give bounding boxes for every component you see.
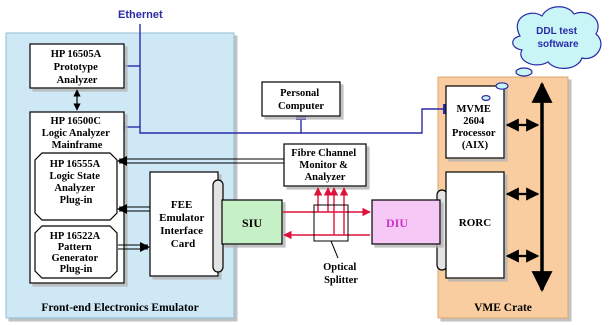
optical-splitter-pointer (330, 240, 339, 259)
optical-splitter-line2: Splitter (324, 275, 358, 286)
logic-state-line4: Plug-in (60, 195, 93, 206)
mvme-line1: MVME (456, 104, 490, 115)
mvme-line2: 2604 (463, 116, 485, 127)
fibre-monitor-line1: Fibre Channel (291, 148, 356, 159)
pattern-gen-to-fee-arrow (118, 242, 150, 252)
rorc-label: RORC (459, 217, 491, 229)
vme-crate-label: VME Crate (474, 302, 532, 314)
pc-line2: Computer (278, 101, 324, 112)
pattern-gen-line3: Generator (51, 253, 98, 264)
fibre-monitor-line2: Monitor & (299, 160, 348, 171)
fibre-monitor-line3: Analyzer (305, 172, 346, 183)
svg-text:FEE Emulator Interface: FEE Emulator Interface Card (159, 199, 207, 250)
pattern-generator-plugin-box (34, 225, 118, 279)
svg-text:Fibre Channel Monitor &: Fibre Channel Monitor & Analyzer (291, 148, 358, 183)
prototype-analyzer-line1: HP 16505A (51, 49, 102, 60)
pattern-gen-line2: Pattern (58, 242, 92, 253)
connector-mark (443, 104, 447, 114)
front-end-emulator-label: Front-end Electronics Emulator (41, 302, 198, 314)
logic-state-line1: HP 16555A (50, 159, 101, 170)
ethernet-label: Ethernet (118, 9, 163, 21)
connector-mark (296, 116, 306, 120)
mvme-line3: Processor (452, 128, 496, 139)
svg-text:DDL test software: DDL test software (536, 26, 580, 50)
prototype-analyzer-line2: Prototype (54, 62, 98, 73)
fibre-monitor-to-logic-state-arrow (117, 156, 284, 166)
svg-text:HP 16505A Prototype An: HP 16505A Prototype Analyzer (51, 49, 104, 86)
mainframe-line3: Mainframe (52, 140, 103, 151)
pc-line1: Personal (280, 88, 319, 99)
software-cloud (481, 6, 602, 101)
logic-state-line3: Analyzer (54, 183, 95, 194)
mainframe-line1: HP 16500C (50, 116, 100, 127)
prototype-analyzer-box (29, 43, 125, 89)
fee-line4: Card (171, 238, 195, 250)
diu-label: DIU (386, 216, 408, 230)
mvme-processor-box (445, 85, 505, 159)
svg-text:Personal Computer: Personal Computer (278, 88, 324, 112)
prototype-analyzer-line3: Analyzer (57, 75, 98, 86)
siu-label: SIU (242, 216, 262, 230)
fee-to-logic-state-arrow (117, 204, 150, 214)
svg-text:HP 16522A Pattern Gene: HP 16522A Pattern Generator Plug-in (50, 231, 103, 275)
svg-text:HP 16555A Logic State: HP 16555A Logic State Analyzer Plug-in (49, 159, 102, 206)
pattern-gen-line4: Plug-in (60, 264, 93, 275)
mvme-line4: (AIX) (462, 140, 489, 151)
svg-text:HP 16500C Logic Analyzer: HP 16500C Logic Analyzer Mainframe (42, 116, 112, 151)
fibre-channel-monitor-box (283, 143, 367, 187)
personal-computer-box (261, 81, 341, 117)
pattern-gen-line1: HP 16522A (50, 231, 101, 242)
logic-state-line2: Logic State (49, 171, 100, 182)
diu-box (371, 199, 441, 245)
siu-box (221, 199, 283, 245)
fee-line1: FEE (171, 199, 192, 211)
svg-text:Optical Splitter: Optical Splitter (323, 262, 359, 286)
fee-line2: Emulator (159, 212, 204, 224)
logic-state-plugin-box (34, 152, 118, 221)
fee-line3: Interface (160, 225, 203, 237)
ethernet-line (139, 24, 444, 134)
rorc-box (445, 171, 505, 279)
fee-interface-card-box (149, 171, 219, 277)
mainframe-line2: Logic Analyzer (42, 128, 110, 139)
software-line1: DDL test (536, 26, 578, 37)
software-line2: software (537, 39, 579, 50)
optical-splitter-line1: Optical (323, 262, 356, 273)
svg-text:MVME 2604 Processor: MVME 2604 Processor (AIX) (452, 104, 498, 151)
